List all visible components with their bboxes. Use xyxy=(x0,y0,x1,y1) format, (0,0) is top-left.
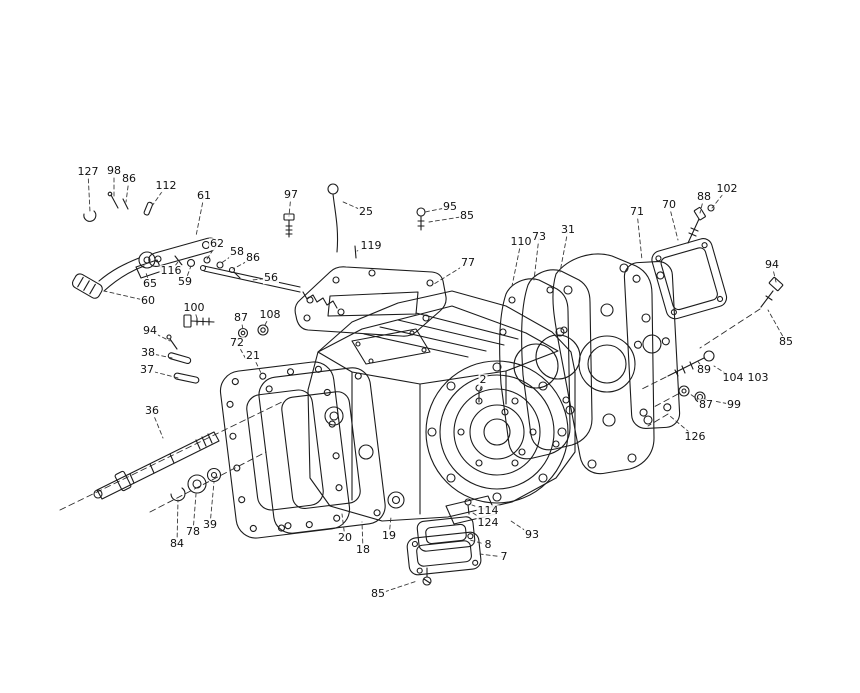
washer-102 xyxy=(707,204,715,212)
bolt-97 xyxy=(283,213,295,238)
leader-line xyxy=(479,553,505,558)
bolt-100 xyxy=(183,314,215,328)
leader-line xyxy=(767,309,787,343)
leader-line xyxy=(184,265,192,283)
leader-line xyxy=(559,229,569,273)
end-cover-70 xyxy=(651,238,728,320)
washer-39 xyxy=(206,467,222,483)
leader-line xyxy=(103,290,149,302)
screw-86-mid xyxy=(228,266,241,279)
leader-line xyxy=(424,206,451,213)
lever-pad xyxy=(71,273,103,299)
leader-line xyxy=(341,513,346,539)
oil-dipstick-25 xyxy=(327,183,339,253)
side-plate-71 xyxy=(623,261,681,429)
leader-line xyxy=(340,200,367,213)
leader-line xyxy=(636,211,643,261)
pin-112 xyxy=(143,201,153,216)
gear-lever-assembly xyxy=(71,237,217,299)
pin-116 xyxy=(174,255,183,266)
screw-95 xyxy=(416,207,426,231)
stud-119 xyxy=(354,245,357,259)
side-cover-gasket-20 xyxy=(219,361,351,539)
bolt-88 xyxy=(687,206,706,244)
leader-line xyxy=(703,398,735,406)
leader-line xyxy=(696,359,705,371)
detent-spring xyxy=(302,291,338,309)
input-shaft-36 xyxy=(93,431,220,500)
leader-line xyxy=(252,355,262,374)
construction-lines xyxy=(59,308,761,513)
washer-62 xyxy=(203,256,211,264)
leader-line xyxy=(472,512,489,524)
main-housing xyxy=(307,290,576,525)
pivot-bolt-59 xyxy=(186,258,196,268)
screw-85-bottom xyxy=(422,567,432,586)
leader-line xyxy=(263,314,271,328)
top-opening xyxy=(351,328,431,365)
pin-37 xyxy=(173,372,200,384)
leader-line xyxy=(668,204,679,241)
bolt-94-right xyxy=(760,276,784,308)
leader-line xyxy=(711,188,728,209)
leader-line xyxy=(206,243,218,260)
intermediate-plate-31 xyxy=(552,253,655,475)
snap-ring-127 xyxy=(83,210,97,222)
washer-87-left xyxy=(237,327,249,339)
leader-line xyxy=(87,171,91,213)
shaft-rings xyxy=(170,467,222,502)
leader-line xyxy=(219,251,238,265)
bearing-bore xyxy=(425,360,569,504)
front-flange-19 xyxy=(258,367,386,534)
leader-line xyxy=(533,236,540,281)
leader-line xyxy=(192,493,197,533)
snap-ring-84 xyxy=(170,487,186,502)
pin-86-top xyxy=(122,198,129,210)
shift-rail-56 xyxy=(199,264,345,316)
pin-98 xyxy=(107,191,119,209)
leader-line xyxy=(669,415,696,438)
leader-line xyxy=(195,195,205,237)
pin-38 xyxy=(167,352,192,365)
leader-line xyxy=(125,178,130,203)
leader-line xyxy=(428,215,468,223)
washer-87-right xyxy=(678,385,690,397)
bearing-78 xyxy=(187,474,207,494)
screw-114 xyxy=(464,498,472,515)
leader-line xyxy=(356,245,372,252)
leader-line xyxy=(209,481,215,526)
leader-line xyxy=(510,520,533,536)
bottom-gasket-8 xyxy=(416,516,476,552)
leader-line xyxy=(377,580,418,595)
leader-line xyxy=(388,516,392,537)
leader-line xyxy=(146,369,179,379)
leader-line xyxy=(433,262,469,285)
leader-line xyxy=(511,241,522,287)
leader-line xyxy=(151,185,167,207)
leader-line xyxy=(151,410,164,439)
bolt-89 xyxy=(667,350,715,377)
leader-line xyxy=(713,365,734,379)
nut-108 xyxy=(257,324,269,336)
leader-line xyxy=(236,342,248,362)
leader-line xyxy=(176,499,179,545)
detent-ball xyxy=(337,308,345,316)
leader-line xyxy=(170,261,179,272)
leader-line xyxy=(232,257,254,270)
bottom-cover-7 xyxy=(406,531,482,576)
stud-94-left xyxy=(166,334,178,350)
washer-58 xyxy=(216,261,224,269)
leader-line xyxy=(288,194,292,217)
leader-line xyxy=(361,521,364,551)
